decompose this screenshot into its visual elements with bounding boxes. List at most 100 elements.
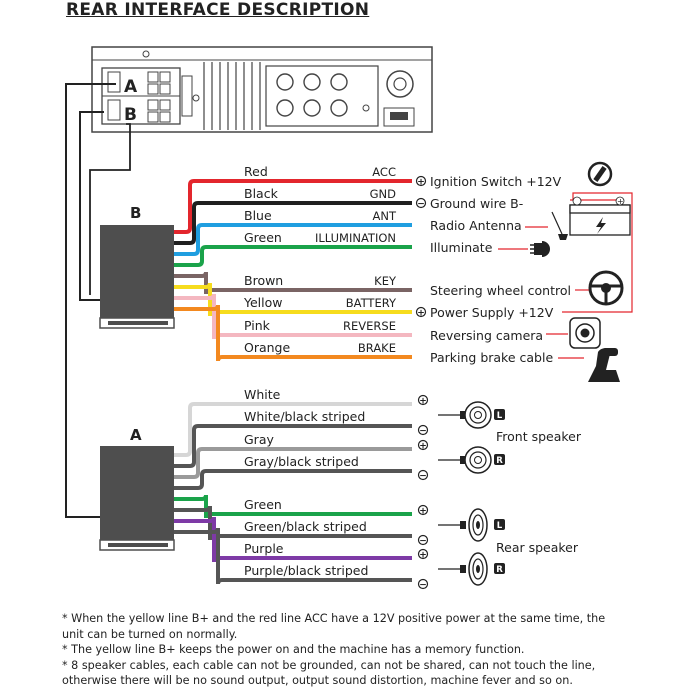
harness-a-wires: White+White/black striped−Gray+Gray/blac… (174, 387, 429, 591)
wire-color-label: Purple (244, 541, 284, 556)
wire-color-label: Purple/black striped (244, 563, 368, 578)
polarity-symbol (417, 504, 429, 516)
polarity-text: − (419, 581, 427, 591)
wire-color-label: White (244, 387, 281, 402)
polarity-symbol (417, 578, 429, 590)
wire-color-label: Gray (244, 432, 274, 447)
note-line: * 8 speaker cables, each cable can not b… (62, 658, 596, 672)
wire-color-label: Green (244, 230, 282, 245)
ignition-key-icon (587, 161, 613, 187)
wire-b-green (174, 245, 412, 267)
harness-b-devices: +Ignition Switch +12V−Ground wire B-Radi… (415, 174, 571, 365)
note-line: * When the yellow line B+ and the red li… (62, 612, 606, 625)
wire-function-label: GND (370, 187, 397, 201)
wire-color-label: Yellow (243, 295, 282, 310)
device-label: Ignition Switch +12V (430, 174, 562, 189)
speaker-icon: R (438, 552, 505, 586)
channel-label: R (496, 565, 503, 575)
polarity-text: + (419, 551, 427, 561)
harness-a-plug (99, 446, 175, 551)
wire-color-label: Red (244, 164, 268, 179)
lamp-icon (530, 241, 550, 257)
polarity-text: + (417, 178, 425, 188)
device-label: Power Supply +12V (430, 305, 554, 320)
parking-brake-icon (588, 348, 620, 382)
device-link-lines (498, 192, 633, 359)
wire-function-label: BATTERY (346, 296, 397, 310)
harness-b-plug (99, 225, 175, 329)
polarity-symbol (417, 548, 429, 560)
channel-label: R (496, 456, 503, 466)
polarity-symbol (415, 175, 427, 187)
speaker-icon: L (438, 508, 505, 542)
wire-color-label: Green/black striped (244, 519, 367, 534)
polarity-text: − (419, 427, 427, 437)
polarity-symbol (417, 424, 429, 436)
link-wire-b (79, 111, 104, 301)
wire-b-orange (174, 304, 412, 362)
polarity-symbol (415, 197, 427, 209)
wire-b-blue (174, 223, 412, 256)
svg-text:+: + (617, 197, 624, 206)
channel-badge (494, 519, 505, 530)
steering-wheel-icon (588, 270, 624, 306)
polarity-symbol (417, 439, 429, 451)
wire-b-black (174, 201, 412, 245)
rear-speaker-label: Rear speaker (496, 540, 579, 555)
wire-function-label: REVERSE (343, 319, 396, 333)
wire-color-label: Brown (244, 273, 283, 288)
wire-a-4 (174, 469, 412, 490)
device-label: Radio Antenna (430, 218, 522, 233)
front-speaker-label: Front speaker (496, 429, 582, 444)
device-label: Illuminate (430, 240, 493, 255)
notes-block: * When the yellow line B+ and the red li… (62, 611, 662, 689)
note-line: unit can be turned on normally. (62, 627, 238, 641)
harness-b-label: B (130, 204, 141, 222)
speaker-group: L R L R (438, 401, 505, 586)
device-label: Steering wheel control (430, 283, 571, 298)
channel-badge (494, 454, 505, 465)
polarity-text: + (419, 442, 427, 452)
wire-function-label: KEY (374, 274, 397, 288)
antenna-icon (551, 211, 568, 240)
wire-a-3 (174, 447, 412, 479)
link-wire-b2 (89, 123, 131, 295)
speaker-icon: L (438, 401, 505, 429)
wire-color-label: Green (244, 497, 282, 512)
battery-ground-line (562, 192, 633, 313)
wire-color-label: Pink (244, 318, 271, 333)
wire-color-label: Blue (244, 208, 272, 223)
wire-b-red (174, 179, 412, 234)
harness-a-label: A (130, 426, 142, 444)
wire-function-label: BRAKE (358, 341, 396, 355)
battery-icon: − + (569, 196, 631, 236)
wire-function-label: ANT (373, 209, 397, 223)
polarity-text: − (419, 537, 427, 547)
channel-label: L (497, 411, 503, 421)
wire-color-label: Orange (244, 340, 290, 355)
wire-a-2 (174, 424, 412, 468)
polarity-symbol (417, 469, 429, 481)
polarity-text: − (419, 472, 427, 482)
connector-a-label: A (124, 77, 138, 97)
polarity-text: + (419, 397, 427, 407)
channel-label: L (497, 521, 503, 531)
polarity-text: + (417, 309, 425, 319)
device-label: Parking brake cable (430, 350, 553, 365)
polarity-text: + (419, 507, 427, 517)
note-line: otherwise there will be no sound output,… (62, 674, 573, 688)
channel-badge (494, 409, 505, 420)
wire-a-1 (174, 402, 412, 457)
note-line: * The yellow line B+ keeps the power on … (62, 643, 525, 657)
wire-color-label: Black (244, 186, 279, 201)
wire-color-label: Gray/black striped (244, 454, 359, 469)
head-unit-rear-panel (91, 46, 433, 133)
polarity-symbol (417, 394, 429, 406)
device-label: Ground wire B- (430, 196, 523, 211)
device-label: Reversing camera (430, 328, 543, 343)
speaker-icon: R (438, 446, 505, 474)
polarity-symbol (415, 306, 427, 318)
link-wire-a (65, 83, 116, 518)
